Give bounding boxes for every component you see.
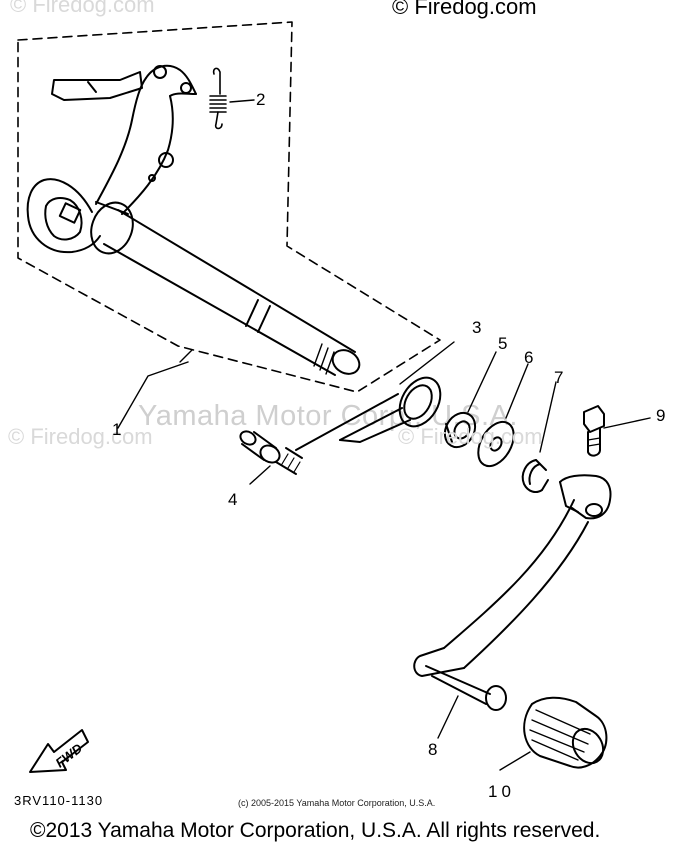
callout-3: 3 [472, 318, 482, 337]
group-outline-dashed [17, 21, 441, 393]
callout-1: 1 [112, 420, 122, 439]
watermark-top-right: © Firedog.com [392, 0, 537, 19]
callout-8: 8 [428, 740, 438, 759]
collar [443, 411, 477, 449]
callout-10: 10 [488, 782, 515, 801]
leader-lines [117, 341, 651, 771]
circlip [521, 459, 549, 493]
washer [477, 420, 515, 468]
callout-5: 5 [498, 334, 508, 353]
shift-shaft-assembly [26, 64, 361, 376]
callout-7: 7 [554, 368, 564, 387]
callout-6: 6 [524, 348, 534, 367]
stud-bolt [239, 430, 303, 475]
watermark-faint-top-left: © Firedog.com [10, 0, 155, 17]
footer-copyright: ©2013 Yamaha Motor Corporation, U.S.A. A… [30, 819, 601, 842]
spring [209, 67, 227, 130]
pedal-rubber [523, 696, 608, 769]
hex-bolt [583, 405, 605, 457]
watermark-faint-mid-left: © Firedog.com [8, 424, 153, 449]
callout-9: 9 [656, 406, 666, 425]
catalog-code: 3RV110-1130 [14, 793, 104, 808]
watermark-faint-center-right: © Firedog.com [398, 424, 543, 449]
torsion-spring [295, 376, 442, 451]
shift-pedal [413, 474, 612, 711]
fwd-arrow-icon [29, 729, 89, 773]
small-copyright: (c) 2005-2015 Yamaha Motor Corporation, … [238, 798, 436, 808]
callout-4: 4 [228, 490, 238, 509]
callout-2: 2 [256, 90, 266, 109]
